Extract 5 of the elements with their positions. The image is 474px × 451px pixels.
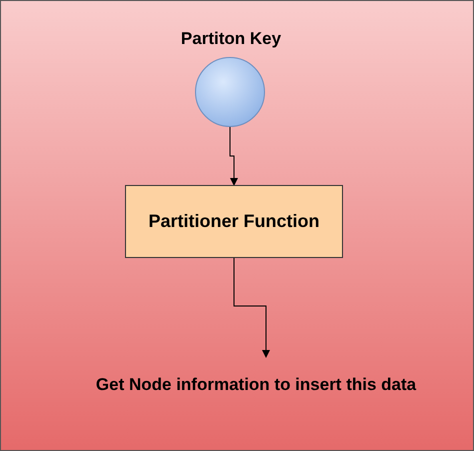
arrow [234,258,270,358]
node-heading: Partiton Key [180,29,282,49]
node-text: Get Node information to insert this data [41,375,471,395]
process-box: Partitioner Function [125,185,343,258]
arrow [230,126,238,186]
